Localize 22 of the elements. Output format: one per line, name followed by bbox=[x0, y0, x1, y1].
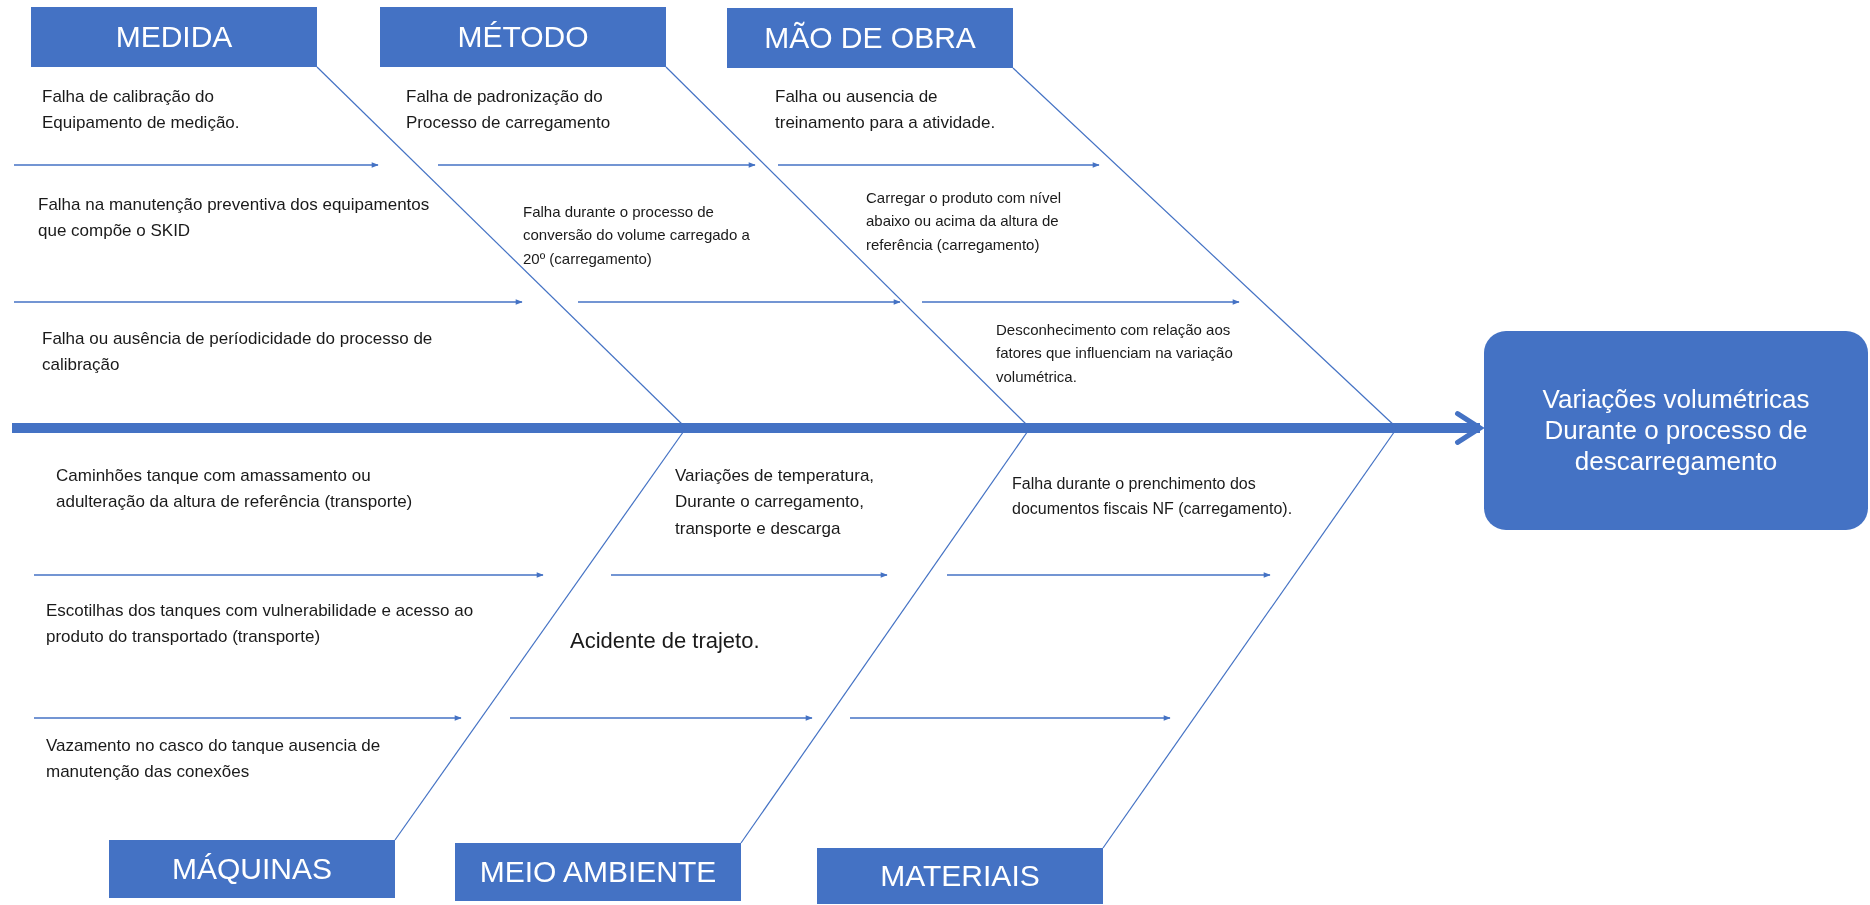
category-box: MÁQUINAS bbox=[109, 840, 395, 898]
category-box: MEIO AMBIENTE bbox=[455, 843, 741, 901]
cause-text: Falha na manutenção preventiva dos equipamentos que compõe o SKID bbox=[38, 194, 431, 243]
cause-text: Caminhões tanque com amassamento ou adulteração da altura de referência (transporte) bbox=[56, 465, 414, 514]
category-box: MÉTODO bbox=[380, 7, 666, 67]
category-box: MÃO DE OBRA bbox=[727, 8, 1013, 68]
cause-text: Falha durante o processo de conversão do volume carregado a 20º (carregamento) bbox=[523, 202, 751, 269]
cause-text: Vazamento no casco do tanque ausencia de manutenção das conexões bbox=[46, 735, 382, 784]
cause-text: Falha durante o prenchimento dos documentos fiscais NF (carregamento). bbox=[1012, 474, 1294, 519]
cause-text: Desconhecimento com relação aos fatores que influenciam na variação volumétrica. bbox=[996, 320, 1234, 387]
category-box: MATERIAIS bbox=[817, 848, 1103, 904]
category-box: MEDIDA bbox=[31, 7, 317, 67]
cause-text: Falha ou ausência de períodicidade do processo de calibração bbox=[42, 328, 434, 377]
cause-text: Variações de temperatura, Durante o carregamento, transporte e descarga bbox=[675, 465, 876, 540]
effect-box: Variações volumétricas Durante o processo de descarregamento bbox=[1484, 331, 1868, 530]
cause-text: Carregar o produto com nível abaixo ou acima da altura de referência (carregamento) bbox=[866, 188, 1063, 255]
spine-arrow bbox=[12, 411, 1483, 445]
cause-text: Escotilhas dos tanques com vulnerabilidade e acesso ao produto do transportado (transporte) bbox=[46, 600, 475, 649]
cause-text: Falha de calibração do Equipamento de medição. bbox=[42, 86, 241, 135]
cause-text: Acidente de trajeto. bbox=[570, 627, 761, 655]
cause-text: Falha de padronização do Processo de carregamento bbox=[406, 86, 612, 135]
cause-text: Falha ou ausencia de treinamento para a atividade. bbox=[775, 86, 997, 135]
